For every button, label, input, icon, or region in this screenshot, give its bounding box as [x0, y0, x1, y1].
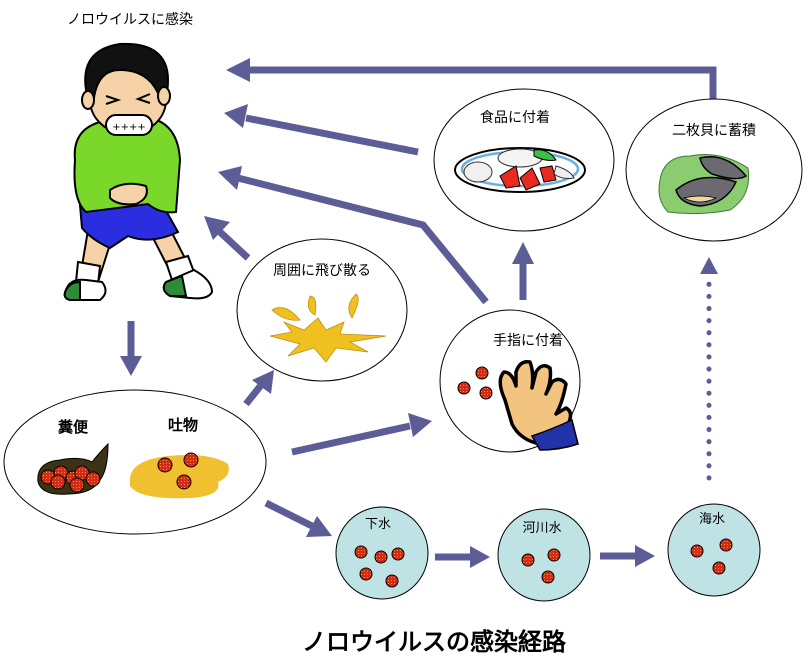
- sick-boy-icon: ++++: [63, 42, 214, 301]
- node-shellfish: 二枚貝に蓄積: [625, 98, 803, 242]
- fingers-label: 手指に付着: [493, 333, 563, 349]
- excreta-ellipse: [3, 389, 267, 535]
- arrow-excreta-to-sewage: [264, 499, 332, 537]
- virus-particles: [40, 465, 101, 493]
- node-excreta: 糞便 吐物: [3, 389, 267, 535]
- scatter-ellipse: [236, 238, 408, 382]
- food-plate-icon: [454, 147, 586, 193]
- arrow-fingers-to-food: [512, 242, 534, 300]
- node-sea: 海水: [667, 503, 761, 597]
- arrow-food-to-infected: [224, 104, 419, 156]
- arrow-fingers-to-infected: [218, 166, 489, 305]
- sea-circle: [667, 503, 761, 597]
- node-river: 河川水: [497, 508, 591, 602]
- scatter-label: 周囲に飛び散る: [273, 263, 371, 279]
- vomit-icon: [130, 452, 229, 499]
- arrows: [120, 58, 718, 568]
- river-circle: [497, 508, 591, 602]
- feces-icon: [37, 442, 109, 495]
- river-label: 河川水: [522, 521, 561, 536]
- virus-particles: [354, 545, 405, 588]
- node-sewage: 下水: [335, 506, 429, 600]
- arrow-excreta-to-fingers: [291, 413, 432, 456]
- arrow-river-to-sea: [600, 545, 655, 567]
- vomit-label: 吐物: [168, 416, 198, 434]
- diagram-title: ノロウイルスの感染経路: [302, 628, 567, 656]
- feces-label: 糞便: [57, 418, 89, 436]
- food-label: 食品に付着: [480, 109, 550, 126]
- virus-particles: [690, 538, 733, 575]
- shellfish-label: 二枚貝に蓄積: [672, 123, 756, 139]
- node-food: 食品に付着: [433, 88, 615, 232]
- svg-text:++++: ++++: [112, 122, 146, 133]
- node-scatter: 周囲に飛び散る: [236, 238, 408, 382]
- arrow-excreta-to-scatter: [243, 370, 274, 407]
- hand-icon: [498, 359, 579, 451]
- splash-icon: [269, 293, 387, 363]
- node-fingers: 手指に付着: [439, 309, 581, 453]
- arrow-sewage-to-river: [435, 546, 490, 568]
- virus-particles: [521, 548, 561, 584]
- arrow-sea-to-shellfish-dotted: [700, 257, 718, 481]
- sea-label: 海水: [699, 512, 725, 527]
- virus-particles: [157, 452, 199, 490]
- arrow-scatter-to-infected: [204, 216, 251, 261]
- oyster-icon: [658, 154, 750, 215]
- infected-label: ノロウイルスに感染: [67, 11, 193, 28]
- sewage-label: 下水: [365, 517, 391, 532]
- virus-particles: [457, 366, 493, 400]
- arrow-shellfish-to-infected: [226, 58, 717, 103]
- node-infected: ノロウイルスに感染 ++++: [63, 11, 214, 301]
- arrow-infected-to-excreta: [120, 321, 142, 376]
